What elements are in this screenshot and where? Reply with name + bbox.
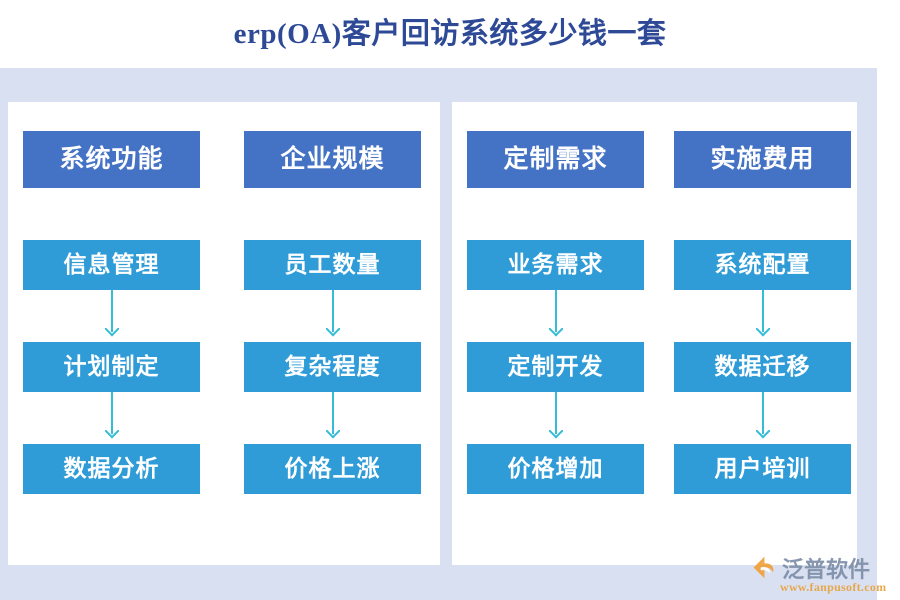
arrow-down-6 bbox=[467, 392, 644, 444]
right-card: 定制需求 业务需求 定制开发 价格增加 实施费用 系统配置 bbox=[452, 102, 857, 565]
arrow-head-icon bbox=[756, 328, 770, 342]
step-box-user-training[interactable]: 用户培训 bbox=[674, 444, 851, 494]
header-box-implementation-cost[interactable]: 实施费用 bbox=[674, 131, 851, 188]
step-box-data-analysis[interactable]: 数据分析 bbox=[23, 444, 200, 494]
arrow-stem-icon bbox=[761, 392, 764, 434]
arrow-stem-icon bbox=[554, 290, 557, 332]
arrow-stem-icon bbox=[110, 392, 113, 434]
arrow-head-icon bbox=[549, 430, 563, 444]
step-box-business-requirement[interactable]: 业务需求 bbox=[467, 240, 644, 290]
spacer bbox=[23, 188, 200, 240]
step-box-system-configuration[interactable]: 系统配置 bbox=[674, 240, 851, 290]
arrow-down-7 bbox=[674, 290, 851, 342]
step-box-information-management[interactable]: 信息管理 bbox=[23, 240, 200, 290]
page-title: erp(OA)客户回访系统多少钱一套 bbox=[233, 18, 667, 50]
spacer bbox=[674, 188, 851, 240]
arrow-head-icon bbox=[105, 430, 119, 444]
step-box-complexity[interactable]: 复杂程度 bbox=[244, 342, 421, 392]
arrow-down-8 bbox=[674, 392, 851, 444]
arrow-stem-icon bbox=[554, 392, 557, 434]
step-box-data-migration[interactable]: 数据迁移 bbox=[674, 342, 851, 392]
arrow-down-1 bbox=[23, 290, 200, 342]
arrow-down-5 bbox=[467, 290, 644, 342]
arrow-head-icon bbox=[756, 430, 770, 444]
header-box-custom-requirement[interactable]: 定制需求 bbox=[467, 131, 644, 188]
column-implementation-cost: 实施费用 系统配置 数据迁移 用户培训 bbox=[674, 131, 851, 494]
arrow-stem-icon bbox=[331, 290, 334, 332]
fanpu-swoosh-icon bbox=[752, 555, 778, 581]
step-box-price-increase[interactable]: 价格增加 bbox=[467, 444, 644, 494]
step-box-plan-making[interactable]: 计划制定 bbox=[23, 342, 200, 392]
step-box-employee-count[interactable]: 员工数量 bbox=[244, 240, 421, 290]
column-enterprise-scale: 企业规模 员工数量 复杂程度 价格上涨 bbox=[244, 131, 421, 494]
arrow-head-icon bbox=[105, 328, 119, 342]
spacer bbox=[467, 188, 644, 240]
step-box-price-rise[interactable]: 价格上涨 bbox=[244, 444, 421, 494]
column-custom-requirement: 定制需求 业务需求 定制开发 价格增加 bbox=[467, 131, 644, 494]
arrow-head-icon bbox=[549, 328, 563, 342]
arrow-head-icon bbox=[326, 430, 340, 444]
arrow-down-2 bbox=[23, 392, 200, 444]
arrow-down-3 bbox=[244, 290, 421, 342]
step-box-custom-development[interactable]: 定制开发 bbox=[467, 342, 644, 392]
left-card: 系统功能 信息管理 计划制定 数据分析 企业规模 员工数量 bbox=[8, 102, 440, 565]
spacer bbox=[244, 188, 421, 240]
brand-url: www.fanpusoft.com bbox=[780, 580, 887, 594]
arrow-down-4 bbox=[244, 392, 421, 444]
arrow-head-icon bbox=[326, 328, 340, 342]
brand-name: 泛普软件 bbox=[782, 557, 871, 582]
brand-watermark: 泛普软件 www.fanpusoft.com bbox=[752, 552, 892, 596]
arrow-stem-icon bbox=[761, 290, 764, 332]
arrow-stem-icon bbox=[331, 392, 334, 434]
arrow-stem-icon bbox=[110, 290, 113, 332]
header-box-enterprise-scale[interactable]: 企业规模 bbox=[244, 131, 421, 188]
diagram-panel: 系统功能 信息管理 计划制定 数据分析 企业规模 员工数量 bbox=[0, 68, 877, 600]
header-box-system-function[interactable]: 系统功能 bbox=[23, 131, 200, 188]
column-system-function: 系统功能 信息管理 计划制定 数据分析 bbox=[23, 131, 200, 494]
brand-row: 泛普软件 bbox=[752, 552, 870, 584]
